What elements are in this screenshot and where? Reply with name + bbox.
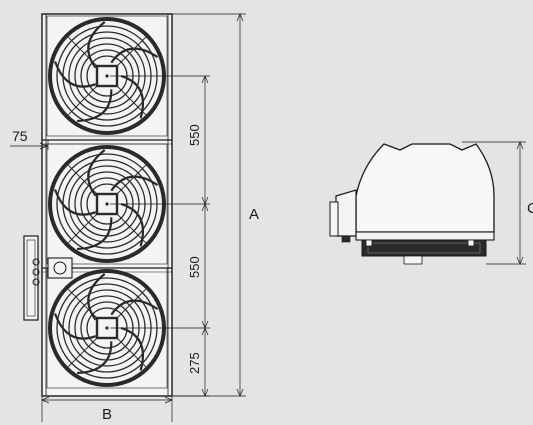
dim-pitch-arrow-2 — [201, 196, 209, 212]
fan-strut — [113, 35, 148, 70]
side-foot-left — [365, 239, 373, 247]
dim-pitch-arrow-1 — [201, 75, 209, 84]
fan-strut — [113, 287, 148, 322]
fan-blade — [77, 341, 113, 375]
dim-label-b: B — [102, 406, 112, 423]
fan-strut — [66, 163, 101, 198]
fan-hub-center — [105, 74, 109, 78]
cable-gland-1 — [32, 258, 40, 266]
fan-hub-center — [105, 326, 109, 330]
junction-box — [47, 257, 73, 279]
fan-blade — [120, 74, 145, 119]
side-connector — [403, 255, 423, 265]
fan-strut — [66, 82, 101, 117]
dim-label-275: 275 — [187, 352, 202, 374]
dim-pitch-arrow-3 — [201, 320, 209, 336]
electrical-box — [23, 235, 73, 321]
fan-blade — [110, 299, 159, 316]
fan-blade — [53, 61, 97, 88]
dim-c-arrow-top — [516, 141, 524, 150]
fan-strut — [113, 210, 148, 245]
fan-blade — [87, 149, 106, 197]
front-dimensions — [10, 13, 246, 422]
fan-blade — [87, 273, 106, 321]
fan-strut — [66, 35, 101, 70]
fan-strut — [66, 287, 101, 322]
fan-blade — [77, 217, 113, 251]
dim-pitch-arrow-4 — [201, 388, 209, 397]
fan-strut — [66, 334, 101, 369]
fan-strut — [66, 210, 101, 245]
fan-3 — [46, 267, 168, 389]
front-view — [23, 13, 173, 397]
dim-label-c: C — [527, 200, 533, 217]
dim-label-75: 75 — [12, 128, 28, 144]
dim-b-arrow-left — [41, 396, 50, 404]
dim-label-a: A — [249, 206, 259, 223]
fan-hub-center — [105, 202, 109, 206]
side-body-dome — [355, 143, 495, 233]
dim-label-550-middle: 550 — [187, 256, 202, 278]
dim-label-550-top: 550 — [187, 124, 202, 146]
dim-a-arrow-top — [236, 13, 244, 22]
fan-blade — [110, 47, 159, 64]
junction-box-knob — [53, 261, 67, 275]
side-view-unit — [329, 143, 495, 265]
cable-gland-2 — [32, 268, 40, 276]
fan-strut — [113, 82, 148, 117]
cable-gland-3 — [32, 278, 40, 286]
fan-blade — [87, 21, 106, 69]
side-fan-housing — [361, 239, 487, 257]
side-foot-right — [467, 239, 475, 247]
side-fan-guard — [367, 242, 481, 254]
dim-a-arrow-bottom — [236, 388, 244, 397]
side-dimensions — [462, 141, 526, 265]
fan-blade — [110, 175, 159, 192]
dim-75-arrow — [39, 142, 48, 150]
side-electrical-gland — [341, 235, 351, 243]
side-base-frame — [355, 231, 495, 241]
dim-c-arrow-bottom — [516, 256, 524, 265]
side-electrical-front — [329, 201, 339, 237]
fan-blade — [53, 313, 97, 340]
fan-blade — [120, 326, 145, 371]
dim-b-arrow-right — [164, 396, 173, 404]
fan-blade — [53, 189, 97, 216]
fan-strut — [113, 163, 148, 198]
fan-strut — [113, 334, 148, 369]
side-electrical-box — [335, 189, 357, 237]
fan-blade — [120, 202, 145, 247]
fan-blade — [77, 89, 113, 123]
